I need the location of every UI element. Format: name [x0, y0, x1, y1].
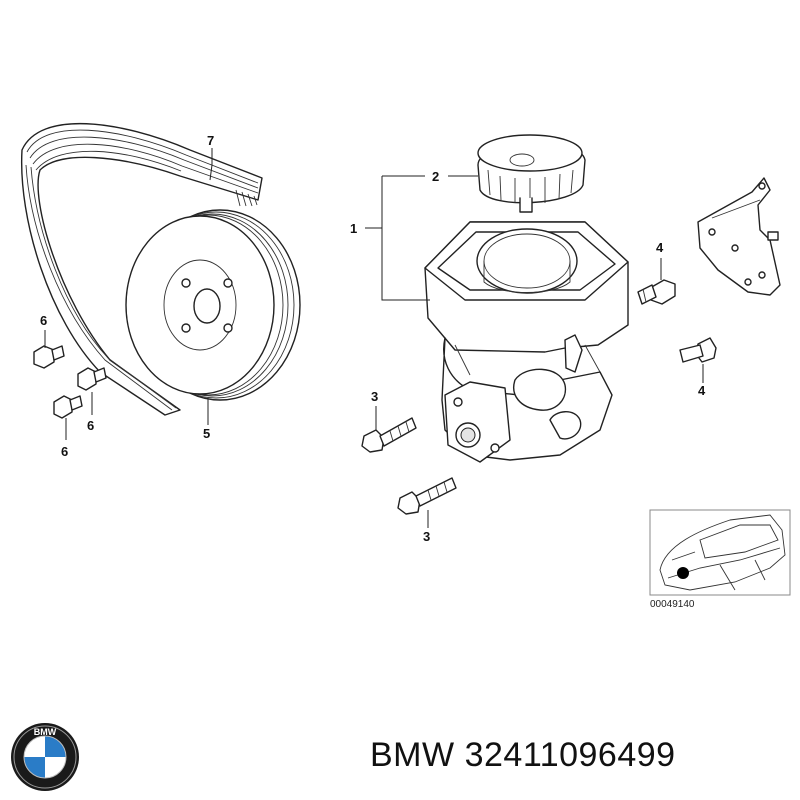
bolt-6-upper — [33, 345, 65, 369]
callout-3-upper: 3 — [371, 389, 378, 404]
callout-1: 1 — [350, 221, 357, 236]
callout-4-lower: 4 — [698, 383, 706, 398]
bolt-4-lower — [679, 337, 717, 363]
callout-4-upper: 4 — [656, 240, 664, 255]
mounting-bracket — [697, 177, 781, 296]
bolt-4-upper — [637, 279, 676, 305]
leader-lines — [44, 148, 704, 528]
power-steering-pump — [424, 221, 629, 463]
logo-lettering: BMW — [34, 727, 57, 737]
callout-6-lower: 6 — [61, 444, 68, 459]
pulley — [125, 209, 301, 401]
bolt-3-upper — [361, 417, 417, 453]
callout-6-upper: 6 — [40, 313, 47, 328]
callout-3-lower: 3 — [423, 529, 430, 544]
callout-5: 5 — [203, 426, 210, 441]
bmw-logo: BMW — [11, 723, 79, 791]
bolt-6-middle — [77, 367, 107, 391]
diagram-reference-code: 00049140 — [650, 599, 695, 610]
callout-6-middle: 6 — [87, 418, 94, 433]
brand-name: BMW — [370, 736, 455, 774]
locator-inset: 00049140 — [649, 509, 791, 610]
callout-2: 2 — [432, 169, 439, 184]
location-marker-icon — [677, 567, 689, 579]
bolt-3-lower — [397, 477, 457, 515]
bolt-6-lower — [53, 395, 83, 419]
callout-7: 7 — [207, 133, 214, 148]
poly-v-belt — [20, 122, 263, 416]
part-number: 32411096499 — [464, 736, 676, 774]
reservoir-cap — [477, 134, 586, 213]
